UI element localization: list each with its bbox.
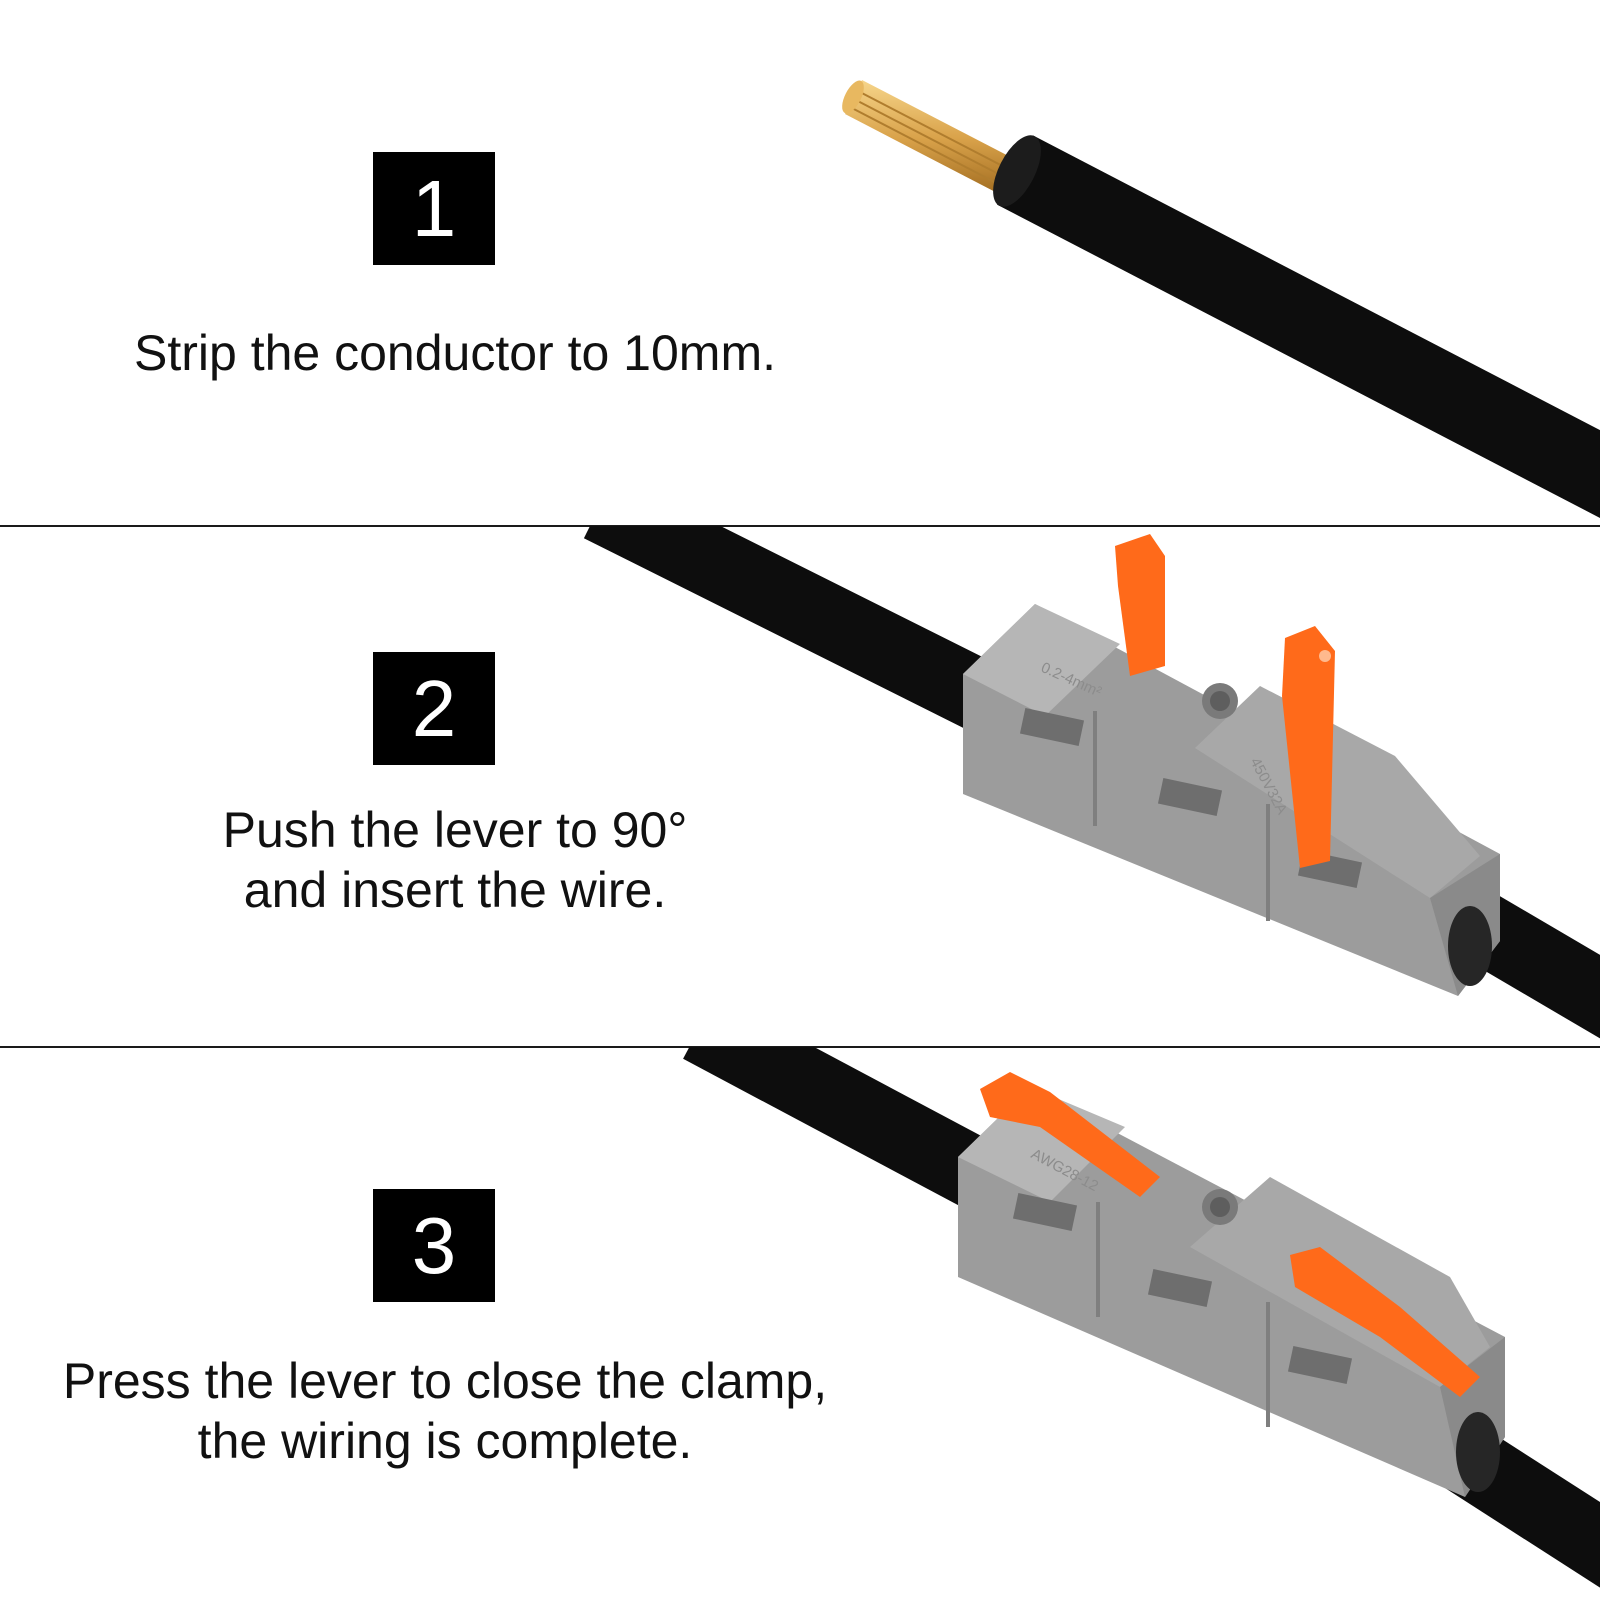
step-2-line-1: Push the lever to 90° (222, 802, 688, 858)
open-lever-connector-illustration: 0.2-4mm² 450V32A (583, 526, 1600, 1039)
copper-conductor (842, 80, 1022, 197)
step-3-badge: 3 (373, 1189, 495, 1302)
step-1-badge: 1 (373, 152, 495, 265)
step-3-instruction: Press the lever to close the clamp, the … (10, 1351, 880, 1471)
step-3-line-1: Press the lever to close the clamp, (62, 1353, 828, 1409)
lever-2 (1290, 1247, 1480, 1397)
lever-1 (1115, 534, 1165, 676)
wire-insulation (997, 135, 1600, 518)
lever-1 (980, 1072, 1160, 1197)
step-2-line-2: and insert the wire. (243, 862, 667, 918)
step-3-panel: 3 Press the lever to close the clamp, th… (0, 1047, 1600, 1600)
step-1-instruction: Strip the conductor to 10mm. (90, 323, 820, 383)
wire-left (583, 526, 1027, 744)
divider-1 (0, 525, 1600, 527)
step-1-line-1: Strip the conductor to 10mm. (134, 325, 776, 381)
step-2-instruction: Push the lever to 90° and insert the wir… (90, 800, 820, 920)
connector-body: AWG28-12 (958, 1087, 1505, 1497)
lever-2 (1282, 626, 1335, 868)
step-3-line-2: the wiring is complete. (197, 1413, 693, 1469)
stripped-wire-illustration (842, 80, 1600, 518)
closed-lever-connector-illustration: AWG28-12 (683, 1047, 1600, 1588)
step-1-panel: 1 Strip the conductor to 10mm. (0, 0, 1600, 525)
step-2-panel: 2 Push the lever to 90° and insert the w… (0, 526, 1600, 1046)
connector-body: 0.2-4mm² 450V32A (963, 604, 1500, 996)
step-2-badge: 2 (373, 652, 495, 765)
